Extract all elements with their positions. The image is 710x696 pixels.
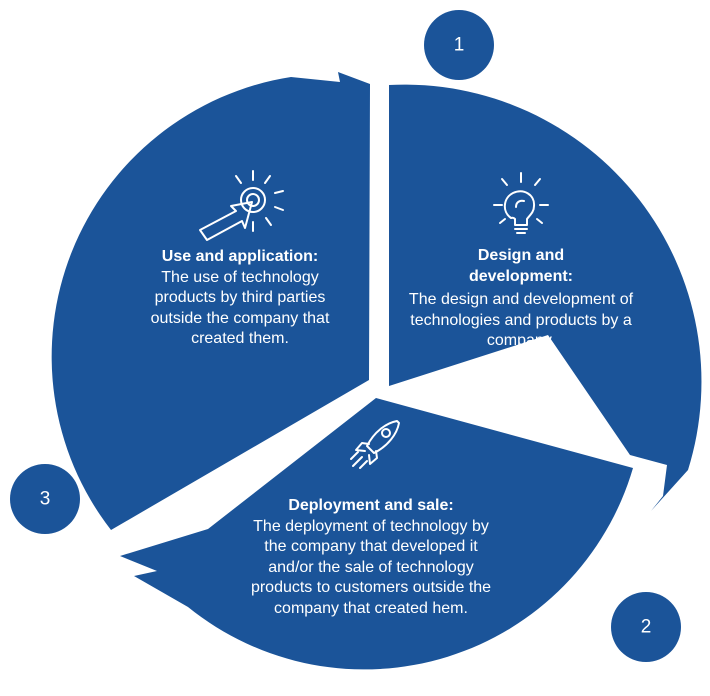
label-design-development-desc: The design and development of technologi… <box>405 290 637 352</box>
use-application-title: Use and application: <box>161 248 319 265</box>
segment-design-development <box>389 84 702 511</box>
deployment-sale-description: The deployment of technology by the comp… <box>250 517 492 617</box>
badge-1-number: 1 <box>454 35 465 56</box>
badge-3-number: 3 <box>40 489 51 510</box>
lightbulb-icon <box>493 172 549 234</box>
segment-deployment-sale <box>120 398 633 670</box>
badge-1: 1 <box>424 10 494 80</box>
label-deployment-sale: Deployment and sale: The deployment of t… <box>244 496 498 619</box>
deployment-sale-title: Deployment and sale: <box>288 497 454 514</box>
badge-3: 3 <box>10 464 80 534</box>
label-use-application: Use and application: The use of technolo… <box>130 247 350 350</box>
segment-use-application <box>51 72 370 530</box>
badge-2-number: 2 <box>641 617 652 638</box>
badge-2: 2 <box>611 592 681 662</box>
cursor-click-icon <box>199 170 284 241</box>
design-development-description: The design and development of technologi… <box>408 291 634 349</box>
rocket-icon <box>350 420 400 469</box>
design-development-title: Design and development: <box>468 247 573 285</box>
label-design-development: Design and development: <box>456 246 586 287</box>
use-application-description: The use of technology products by third … <box>150 268 330 348</box>
